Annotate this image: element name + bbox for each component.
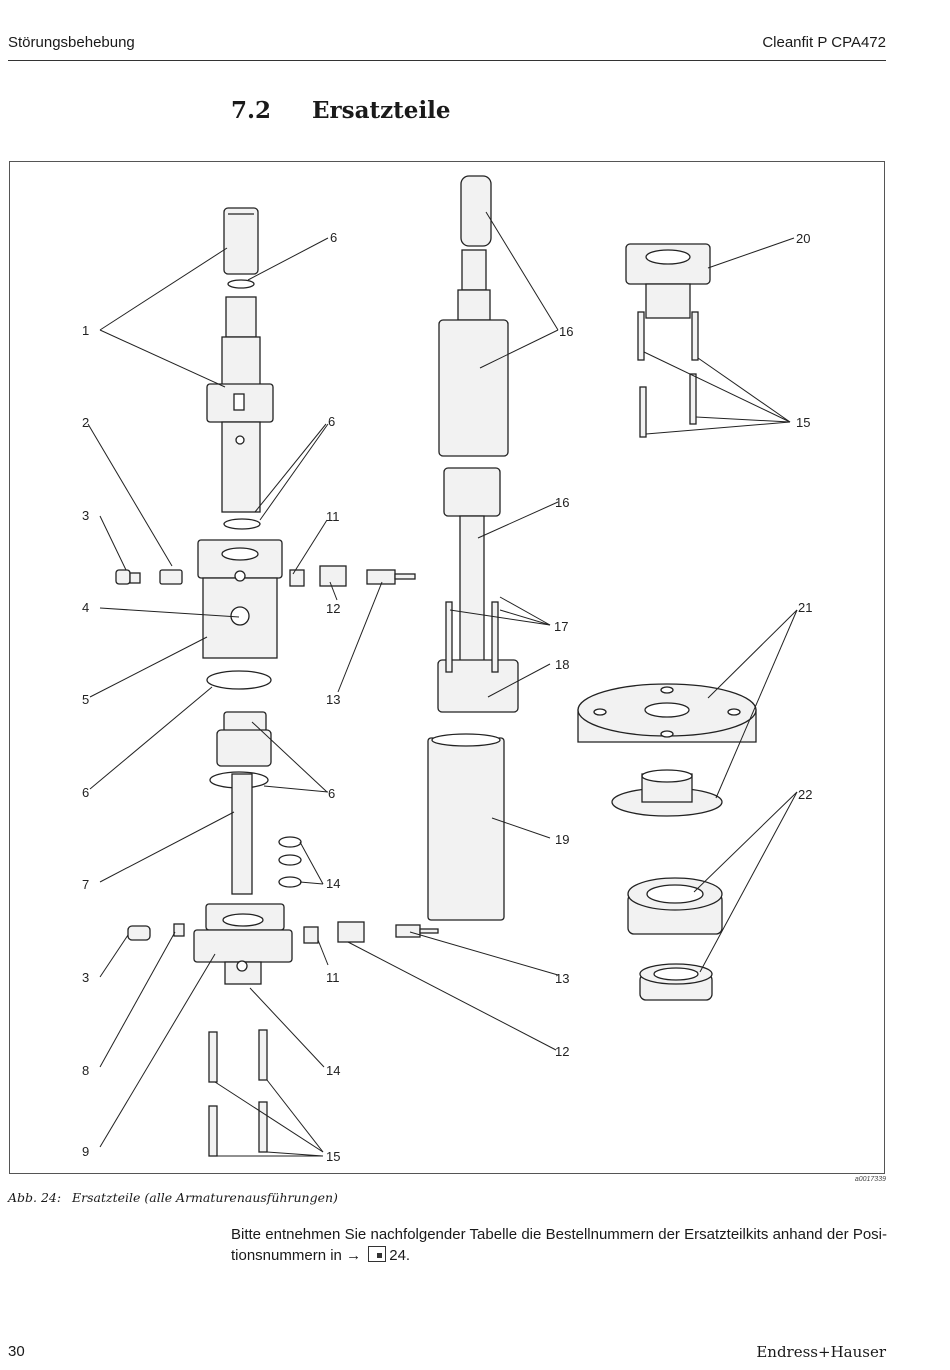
callout-22: 22 <box>798 787 812 802</box>
callout-13-lower: 13 <box>555 971 569 986</box>
middle-cylinder <box>438 319 509 457</box>
figure-id: a0017339 <box>854 1176 886 1183</box>
callout-7: 7 <box>82 877 89 892</box>
callout-12: 12 <box>326 601 340 616</box>
figure-ref-link[interactable]: 24. <box>389 1247 411 1264</box>
piston-rod <box>231 773 253 895</box>
callout-14: 14 <box>326 876 340 891</box>
callout-18: 18 <box>555 657 569 672</box>
header-rule <box>8 60 886 61</box>
middle-tube <box>427 737 505 921</box>
callout-3-lower: 3 <box>82 970 89 985</box>
callout-19: 19 <box>555 832 569 847</box>
footer-brand: Endress+Hauser <box>756 1343 886 1361</box>
callout-5: 5 <box>82 692 89 707</box>
callout-21: 21 <box>798 600 812 615</box>
middle-cap <box>460 175 492 247</box>
callout-6-mid: 6 <box>328 414 335 429</box>
figure-caption-text: Ersatzteile (alle Armaturenausführungen) <box>72 1190 338 1205</box>
callout-6-low: 6 <box>328 786 335 801</box>
exploded-drawing: 1 2 3 4 5 6 7 3 8 9 6 6 11 12 13 6 14 11… <box>82 175 812 1164</box>
callout-3: 3 <box>82 508 89 523</box>
callout-15-lower: 15 <box>326 1149 340 1164</box>
callout-2: 2 <box>82 415 89 430</box>
shaft-top <box>225 296 257 338</box>
middle-block <box>437 659 519 713</box>
callout-17: 17 <box>554 619 568 634</box>
callout-16-lower: 16 <box>555 495 569 510</box>
middle-ring <box>443 467 501 517</box>
callout-6: 6 <box>82 785 89 800</box>
section-number: 7.2 <box>231 97 272 124</box>
figure-ref-icon <box>368 1246 387 1262</box>
callout-11: 11 <box>326 509 340 524</box>
header-product: Cleanfit P CPA472 <box>762 34 886 51</box>
callout-20: 20 <box>796 231 810 246</box>
body-text: Bitte entnehmen Sie nachfolgender Tabell… <box>231 1226 887 1264</box>
callout-16: 16 <box>559 324 573 339</box>
callout-11-lower: 11 <box>326 970 340 985</box>
callout-1: 1 <box>82 323 89 338</box>
callout-14-lower: 14 <box>326 1063 340 1078</box>
header-chapter: Störungsbehebung <box>8 34 135 51</box>
callout-9: 9 <box>82 1144 89 1159</box>
body-paragraph: Bitte entnehmen Sie nachfolgender Tabell… <box>231 1224 887 1266</box>
callout-15: 15 <box>796 415 810 430</box>
callout-13: 13 <box>326 692 340 707</box>
arrow-symbol: → <box>346 1247 362 1264</box>
callout-12-lower: 12 <box>555 1044 569 1059</box>
spare-parts-figure: 1 2 3 4 5 6 7 3 8 9 6 6 11 12 13 6 14 11… <box>9 161 885 1174</box>
callout-6-top: 6 <box>330 230 337 245</box>
callout-4: 4 <box>82 600 89 615</box>
figure-caption-number: Abb. 24: <box>8 1190 62 1205</box>
page-number: 30 <box>8 1343 25 1360</box>
callout-8: 8 <box>82 1063 89 1078</box>
cap-part <box>223 207 259 275</box>
section-title: Ersatzteile <box>312 97 451 124</box>
